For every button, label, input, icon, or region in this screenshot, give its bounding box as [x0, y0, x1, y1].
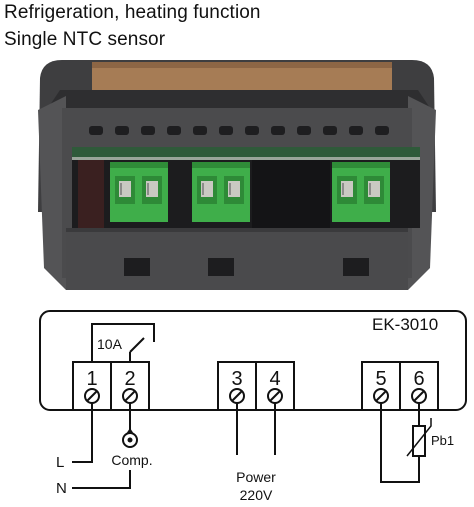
- relay-rating-label: 10A: [97, 336, 123, 352]
- compressor-icon: [122, 428, 138, 448]
- line-N-wire: [72, 470, 131, 489]
- power-label: Power: [236, 469, 276, 485]
- terminal-2-label: 2: [124, 368, 135, 390]
- terminal-block-3-4: [192, 162, 250, 222]
- terminal-1-label: 1: [86, 368, 97, 390]
- terminal-block-1-2: [110, 162, 168, 222]
- neutral-N-label: N: [56, 480, 67, 497]
- terminal-5-label: 5: [375, 368, 386, 390]
- line-L-wire: [72, 403, 93, 463]
- terminal-4-label: 4: [269, 368, 280, 390]
- terminal-6-label: 6: [413, 368, 424, 390]
- power-voltage-label: 220V: [240, 487, 273, 503]
- terminal-3-label: 3: [231, 368, 242, 390]
- ntc-sensor-icon: [406, 418, 432, 457]
- line-L-label: L: [56, 454, 64, 471]
- controller-rear-photo: [38, 60, 436, 290]
- relay-contact: [91, 323, 155, 362]
- terminal-block-5-6: [332, 162, 390, 222]
- caption-refrigeration-heating: Refrigeration, heating function: [4, 2, 261, 23]
- caption-single-ntc-sensor: Single NTC sensor: [4, 29, 166, 50]
- wiring-diagram: 1 2 3 4 5 6 10A L N Comp. Power 220V Pb1: [39, 310, 467, 503]
- model-label: EK-3010: [372, 315, 439, 334]
- compressor-label: Comp.: [111, 452, 152, 468]
- sensor-wire: [380, 403, 420, 483]
- sensor-pb1-label: Pb1: [431, 433, 454, 448]
